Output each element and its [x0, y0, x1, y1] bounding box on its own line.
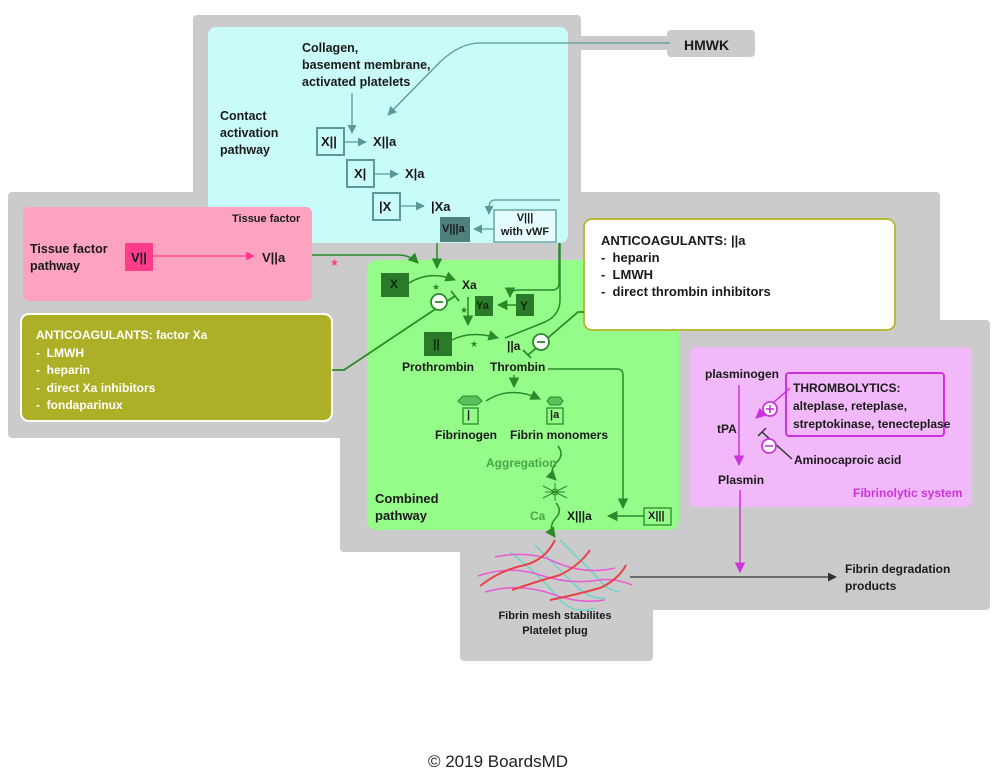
combined-pathway-title: Combined pathway [375, 491, 439, 523]
thrombolytics-box [785, 372, 945, 437]
ixa-to-viii-arrow [484, 199, 560, 215]
fibrinogen-label: Fibrinogen [435, 428, 497, 442]
copyright-footer: © 2019 BoardsMD [427, 752, 569, 771]
anticoag-iia-panel [583, 218, 896, 331]
green-star-icon: ★ [470, 339, 478, 349]
contact-activation-title: Contact activation pathway [220, 109, 279, 157]
tissue-factor-panel [23, 207, 312, 301]
factor-viii-box [493, 209, 557, 243]
factor-ixa-label: |Xa [431, 199, 451, 214]
factor-xa-label: Xa [462, 278, 477, 292]
viii-to-y-line [504, 243, 560, 299]
factor-xi-label: X| [354, 166, 367, 181]
factor-ii-label: || [433, 337, 440, 351]
thrombin-label: Thrombin [490, 360, 546, 374]
aminocaproic-label: Aminocaproic acid [794, 453, 902, 467]
fibrin-monomers-label: Fibrin monomers [510, 428, 609, 442]
factor-viia-label: V||a [262, 250, 286, 265]
factor-ii-box [424, 332, 452, 356]
ii-to-iia-arrow [451, 330, 500, 341]
contact-triggers: Collagen, basement membrane, activated p… [302, 41, 431, 89]
factor-y-label: Y [520, 299, 529, 313]
factor-xiiia-label: X|||a [567, 509, 592, 523]
factor-vii-box [125, 243, 153, 271]
fibrin-cluster-icon [542, 483, 568, 501]
anticoag-xa-panel [20, 313, 333, 422]
anticoag-xa-text: ANTICOAGULANTS: factor Xa - LMWH - hepar… [36, 328, 208, 412]
green-star-icon: ★ [432, 282, 440, 292]
viii-down-line [504, 243, 561, 339]
tissue-factor-title: Tissue factor pathway [30, 242, 108, 273]
thrombolytics-text: THROMBOLYTICS: alteplase, reteplase, str… [793, 381, 951, 431]
thrombin-to-xiii-arrow [548, 368, 629, 510]
hmwk-label: HMWK [684, 37, 730, 53]
inhibit-bar [450, 290, 460, 302]
factor-iia-label: ||a [507, 339, 521, 353]
factor-viii-label: V||| with vWF [500, 212, 550, 238]
fibrinogen-hexagon-icon [457, 395, 483, 406]
factor-x-box [381, 273, 409, 297]
tissue-factor-corner-label: Tissue factor [232, 213, 301, 225]
factor-viiia-label: V|||a [442, 223, 465, 235]
plasminogen-label: plasminogen [705, 367, 780, 381]
contact-activation-panel [208, 27, 568, 243]
plasmin-label: Plasmin [718, 473, 765, 487]
aggregation-squiggle [545, 445, 562, 481]
green-star-icon: ★ [460, 305, 468, 315]
inhibit-bar [757, 427, 767, 437]
factor-xia-label: X|a [405, 166, 425, 181]
anticoag-iia-text: ANTICOAGULANTS: ||a - heparin - LMWH - d… [601, 233, 771, 299]
tpa-label: tPA [717, 422, 737, 436]
x-to-xa-arrow [408, 271, 456, 284]
factor-ya-label: Ya [476, 300, 489, 312]
fibrin-degradation-label: Fibrin degradation products [845, 562, 951, 593]
fibrin-hexagon-icon [546, 396, 564, 406]
hmwk-arrow [387, 42, 670, 116]
aggregation-label: Aggregation [486, 456, 557, 470]
anticoag-xa-inhibit-line [332, 295, 456, 371]
factor-ia-label: |a [550, 409, 560, 421]
prothrombin-label: Prothrombin [402, 360, 474, 374]
factor-xii-label: X|| [321, 134, 337, 149]
ca-label: Ca [530, 509, 546, 523]
factor-ix-label: |X [379, 199, 392, 214]
factor-i-box [462, 407, 479, 425]
factor-i-label: | [467, 409, 471, 421]
fibrinolytic-system-title: Fibrinolytic system [853, 486, 963, 500]
fibrin-mesh-label: Fibrin mesh stabilites Platelet plug [498, 610, 612, 637]
factor-xiia-label: X||a [373, 134, 397, 149]
inhibit-bar [522, 349, 532, 359]
viia-to-xa-arrow [312, 252, 419, 264]
ca-squiggle [545, 502, 560, 538]
aminocaproic-inhibit-line [761, 431, 793, 460]
fibrinogen-to-fibrin-arrow [485, 390, 541, 402]
pink-star-icon: ★ [330, 258, 339, 269]
factor-y-box [516, 294, 534, 316]
fibrinolytic-panel [690, 347, 972, 507]
factor-xiii-label: X||| [648, 510, 665, 522]
fibrin-mesh-icon [477, 539, 633, 611]
factor-vii-label: V|| [131, 250, 147, 265]
factor-ya-box [475, 296, 493, 316]
factor-viiia-box [440, 217, 470, 242]
factor-ia-box [546, 407, 564, 425]
factor-x-label: X [390, 277, 399, 291]
